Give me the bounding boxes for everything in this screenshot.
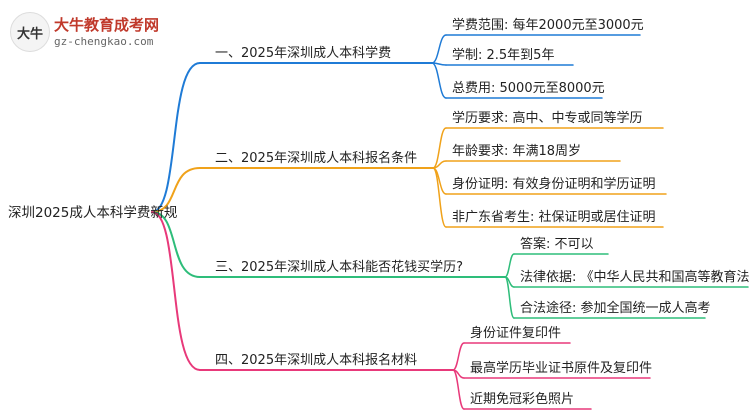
leaf-connector-4-1 [452, 342, 465, 371]
leaf-label-1-3: 总费用: 5000元至8000元 [452, 81, 605, 96]
leaf-label-1-2: 学制: 2.5年到5年 [452, 48, 555, 63]
logo-mark-text: 大牛 [17, 26, 43, 42]
leaf-label-4-1: 身份证件复印件 [470, 326, 562, 341]
leaf-label-2-3: 身份证明: 有效身份证明和学历证明 [452, 177, 656, 192]
branch-connector-1 [151, 62, 201, 213]
branch-label-1: 一、2025年深圳成人本科学费 [215, 46, 392, 61]
logo-title: 大牛教育成考网 [54, 16, 160, 34]
site-logo[interactable]: 大牛 大牛教育成考网 gz-chengkao.com [8, 10, 178, 54]
root-node-label: 深圳2025成人本科学费新规 [8, 205, 178, 221]
logo-mark-icon: 大牛 [10, 12, 50, 52]
leaf-label-3-1: 答案: 不可以 [520, 237, 594, 252]
branch-connector-2 [151, 167, 201, 213]
leaf-label-3-2: 法律依据: 《中华人民共和国高等教育法》 [520, 270, 750, 285]
leaf-label-2-4: 非广东省考生: 社保证明或居住证明 [452, 210, 656, 225]
branch-label-2: 二、2025年深圳成人本科报名条件 [215, 151, 418, 166]
leaf-connector-1-3 [431, 62, 447, 99]
leaf-label-3-3: 合法途径: 参加全国统一成人高考 [520, 301, 711, 316]
branch-label-3: 三、2025年深圳成人本科能否花钱买学历? [215, 260, 463, 275]
leaf-label-4-2: 最高学历毕业证书原件及复印件 [470, 361, 653, 376]
leaf-connector-1-1 [431, 34, 447, 64]
leaf-label-2-2: 年龄要求: 年满18周岁 [452, 144, 582, 159]
leaf-label-1-1: 学费范围: 每年2000元至3000元 [452, 18, 644, 33]
leaf-connector-2-1 [432, 127, 447, 169]
branch-label-4: 四、2025年深圳成人本科报名材料 [215, 353, 418, 368]
logo-url: gz-chengkao.com [54, 35, 154, 48]
leaf-connector-3-3 [504, 276, 515, 319]
leaf-label-4-3: 近期免冠彩色照片 [470, 392, 575, 407]
leaf-connector-2-4 [432, 167, 447, 228]
leaf-connector-3-1 [504, 253, 515, 278]
branch-connector-4 [151, 211, 201, 371]
leaf-connector-2-2 [432, 160, 447, 169]
leaf-label-2-1: 学历要求: 高中、中专或同等学历 [452, 111, 643, 126]
leaf-connector-4-3 [452, 369, 465, 410]
branch-connector-3 [151, 211, 201, 278]
